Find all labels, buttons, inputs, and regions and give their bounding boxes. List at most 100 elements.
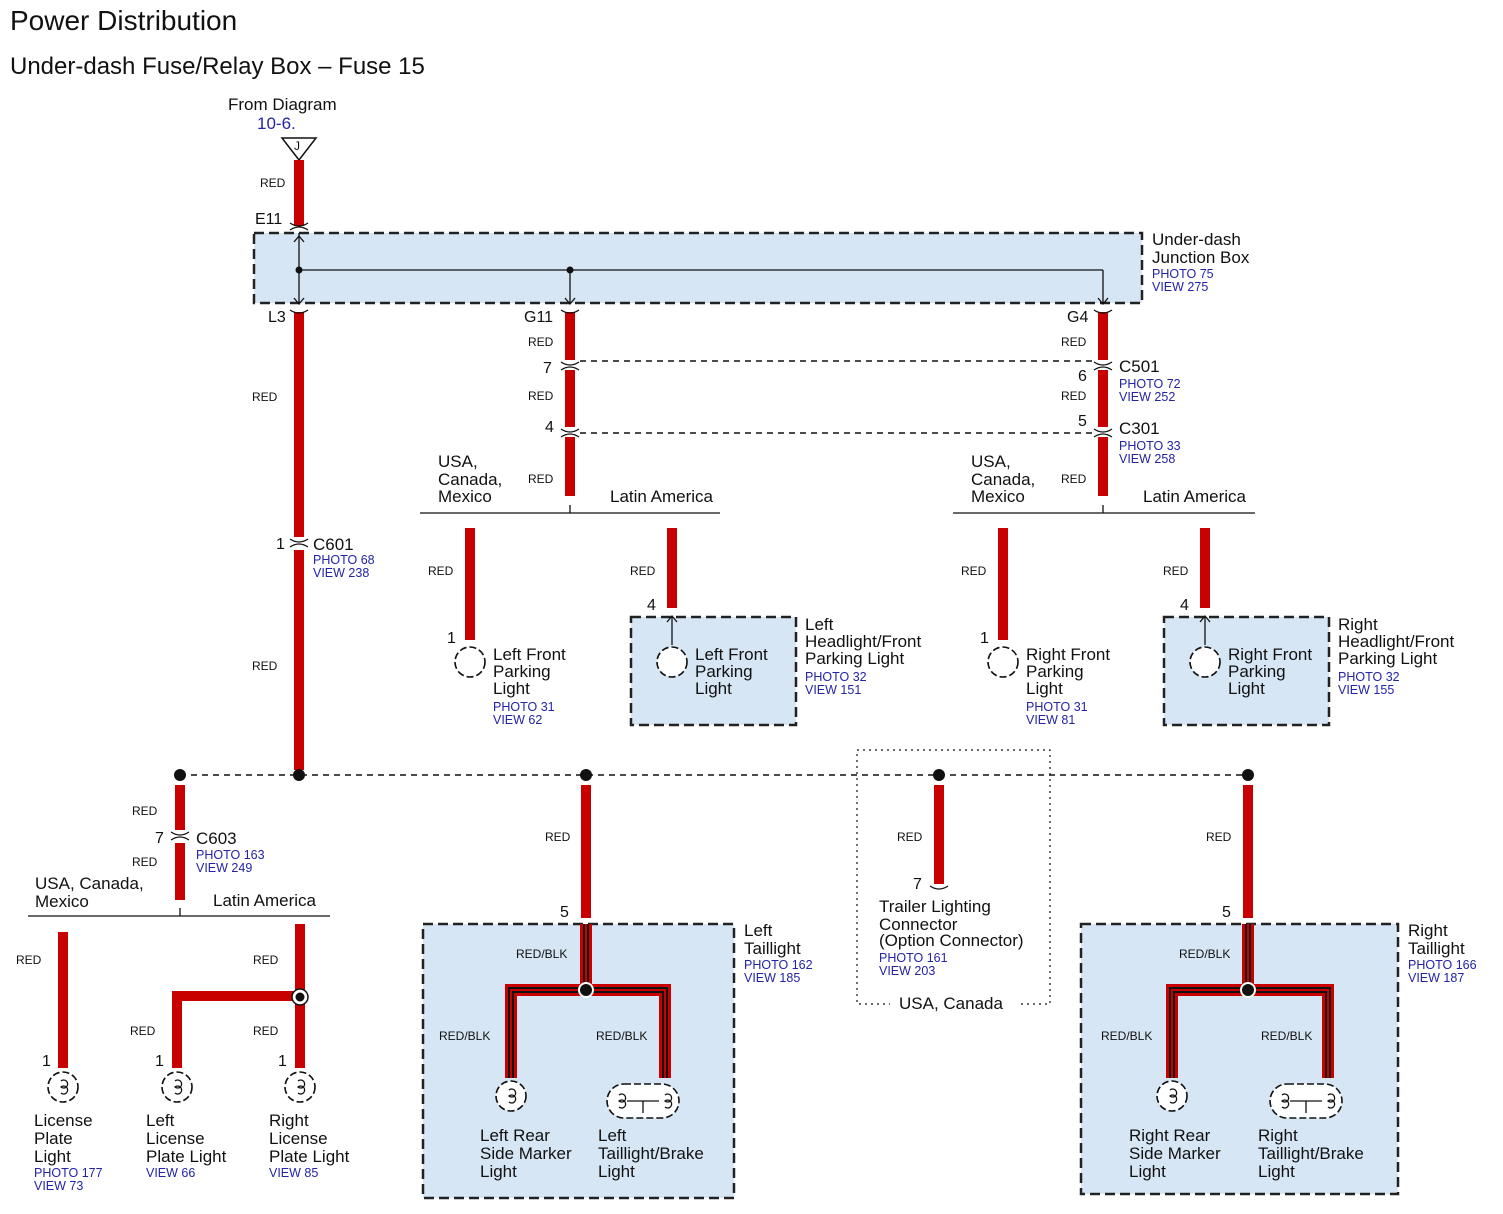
svg-text:Mexico: Mexico [971,487,1025,506]
svg-text:Plate Light: Plate Light [146,1147,227,1166]
svg-text:Mexico: Mexico [35,892,89,911]
svg-text:Light: Light [493,679,530,698]
svg-text:RED: RED [428,564,454,578]
svg-text:Light: Light [598,1162,635,1181]
svg-text:Left Front: Left Front [493,645,566,664]
left-license-bulb-icon [161,1071,193,1103]
svg-text:Headlight/Front: Headlight/Front [805,632,922,651]
svg-text:Light: Light [1228,679,1265,698]
right-taillight-brake-bulb-icon [1269,1083,1343,1119]
svg-text:USA, Canada: USA, Canada [899,994,1003,1013]
svg-text:Right Front: Right Front [1228,645,1312,664]
svg-text:RED: RED [1163,564,1189,578]
svg-text:Light: Light [34,1147,71,1166]
svg-text:VIEW 85: VIEW 85 [269,1166,318,1180]
junction-box-photo: PHOTO 75 [1152,267,1214,281]
c501-name: C501 [1119,357,1160,376]
svg-text:Light: Light [480,1162,517,1181]
left-side-marker-bulb-icon [495,1080,527,1112]
c301-photo: PHOTO 33 [1119,439,1181,453]
svg-text:RED: RED [132,804,158,818]
svg-text:USA, Canada,: USA, Canada, [35,874,144,893]
svg-text:RED: RED [253,1024,279,1038]
svg-text:RED: RED [130,1024,156,1038]
svg-text:Plate Light: Plate Light [269,1147,350,1166]
rf-head-bulb-icon [1189,646,1221,678]
svg-text:Right Front: Right Front [1026,645,1110,664]
svg-text:VIEW 66: VIEW 66 [146,1166,195,1180]
svg-text:Side Marker: Side Marker [480,1144,572,1163]
svg-text:Light: Light [1129,1162,1166,1181]
svg-text:USA,: USA, [438,452,478,471]
svg-text:(Option Connector): (Option Connector) [879,931,1024,950]
svg-text:Latin America: Latin America [213,891,317,910]
svg-text:RED: RED [1061,335,1087,349]
svg-text:1: 1 [447,630,456,647]
svg-text:VIEW 151: VIEW 151 [805,683,861,697]
svg-text:License: License [146,1129,205,1148]
svg-text:PHOTO 177: PHOTO 177 [34,1166,103,1180]
svg-text:RED: RED [1061,472,1087,486]
svg-text:Mexico: Mexico [438,487,492,506]
svg-text:Side Marker: Side Marker [1129,1144,1221,1163]
svg-text:Parking: Parking [1026,662,1084,681]
svg-text:PHOTO 32: PHOTO 32 [1338,670,1400,684]
svg-text:VIEW 81: VIEW 81 [1026,713,1075,727]
svg-text:Right: Right [1258,1126,1298,1145]
svg-text:Taillight/Brake: Taillight/Brake [1258,1144,1364,1163]
svg-text:Left: Left [146,1111,175,1130]
svg-text:Light: Light [1258,1162,1295,1181]
pin-e11: E11 [255,211,282,228]
svg-text:Plate: Plate [34,1129,73,1148]
c301-name: C301 [1119,419,1160,438]
svg-text:Left: Left [744,921,773,940]
rf-parking-bulb-icon [987,646,1019,678]
svg-text:4: 4 [1180,597,1189,614]
svg-text:VIEW 203: VIEW 203 [879,964,935,978]
svg-text:VIEW 249: VIEW 249 [196,861,252,875]
from-terminal: J [294,139,300,153]
left-taillight-brake-bulb-icon [606,1083,680,1119]
svg-text:Taillight: Taillight [1408,939,1465,958]
right-side-marker-bulb-icon [1156,1080,1188,1112]
svg-text:Right Rear: Right Rear [1129,1126,1211,1145]
svg-text:Right: Right [1408,921,1448,940]
page-title: Power Distribution [10,5,237,36]
svg-text:4: 4 [647,597,656,614]
svg-text:PHOTO 166: PHOTO 166 [1408,958,1477,972]
svg-text:PHOTO 162: PHOTO 162 [744,958,813,972]
svg-text:Taillight: Taillight [744,939,801,958]
c601-pin: 1 [276,536,285,553]
pin-g4: G4 [1067,309,1088,326]
svg-text:RED: RED [252,659,278,673]
svg-text:RED/BLK: RED/BLK [516,947,567,961]
svg-text:RED: RED [545,830,571,844]
svg-text:License: License [269,1129,328,1148]
c301-pin-right: 5 [1078,413,1087,430]
svg-text:Parking Light: Parking Light [805,649,905,668]
svg-text:RED: RED [252,390,278,404]
svg-text:1: 1 [980,630,989,647]
svg-text:Headlight/Front: Headlight/Front [1338,632,1455,651]
svg-text:Taillight/Brake: Taillight/Brake [598,1144,704,1163]
svg-text:RED: RED [1206,830,1232,844]
license-plate-bulb-icon [47,1071,79,1103]
svg-text:RED: RED [132,855,158,869]
svg-text:RED: RED [630,564,656,578]
svg-text:1: 1 [278,1053,287,1070]
svg-text:Trailer Lighting: Trailer Lighting [879,897,991,916]
right-taillight-box [1079,922,1400,1196]
svg-text:RED: RED [528,472,554,486]
svg-text:RED: RED [1061,389,1087,403]
svg-text:PHOTO 32: PHOTO 32 [805,670,867,684]
c301-view: VIEW 258 [1119,452,1175,466]
c301-pin-left: 4 [545,419,554,436]
svg-text:RED: RED [16,953,42,967]
c501-pin-right: 6 [1078,368,1087,385]
svg-text:VIEW 62: VIEW 62 [493,713,542,727]
svg-text:5: 5 [1222,904,1231,921]
svg-text:License: License [34,1111,93,1130]
svg-text:RED: RED [253,953,279,967]
svg-text:RED: RED [260,176,286,190]
